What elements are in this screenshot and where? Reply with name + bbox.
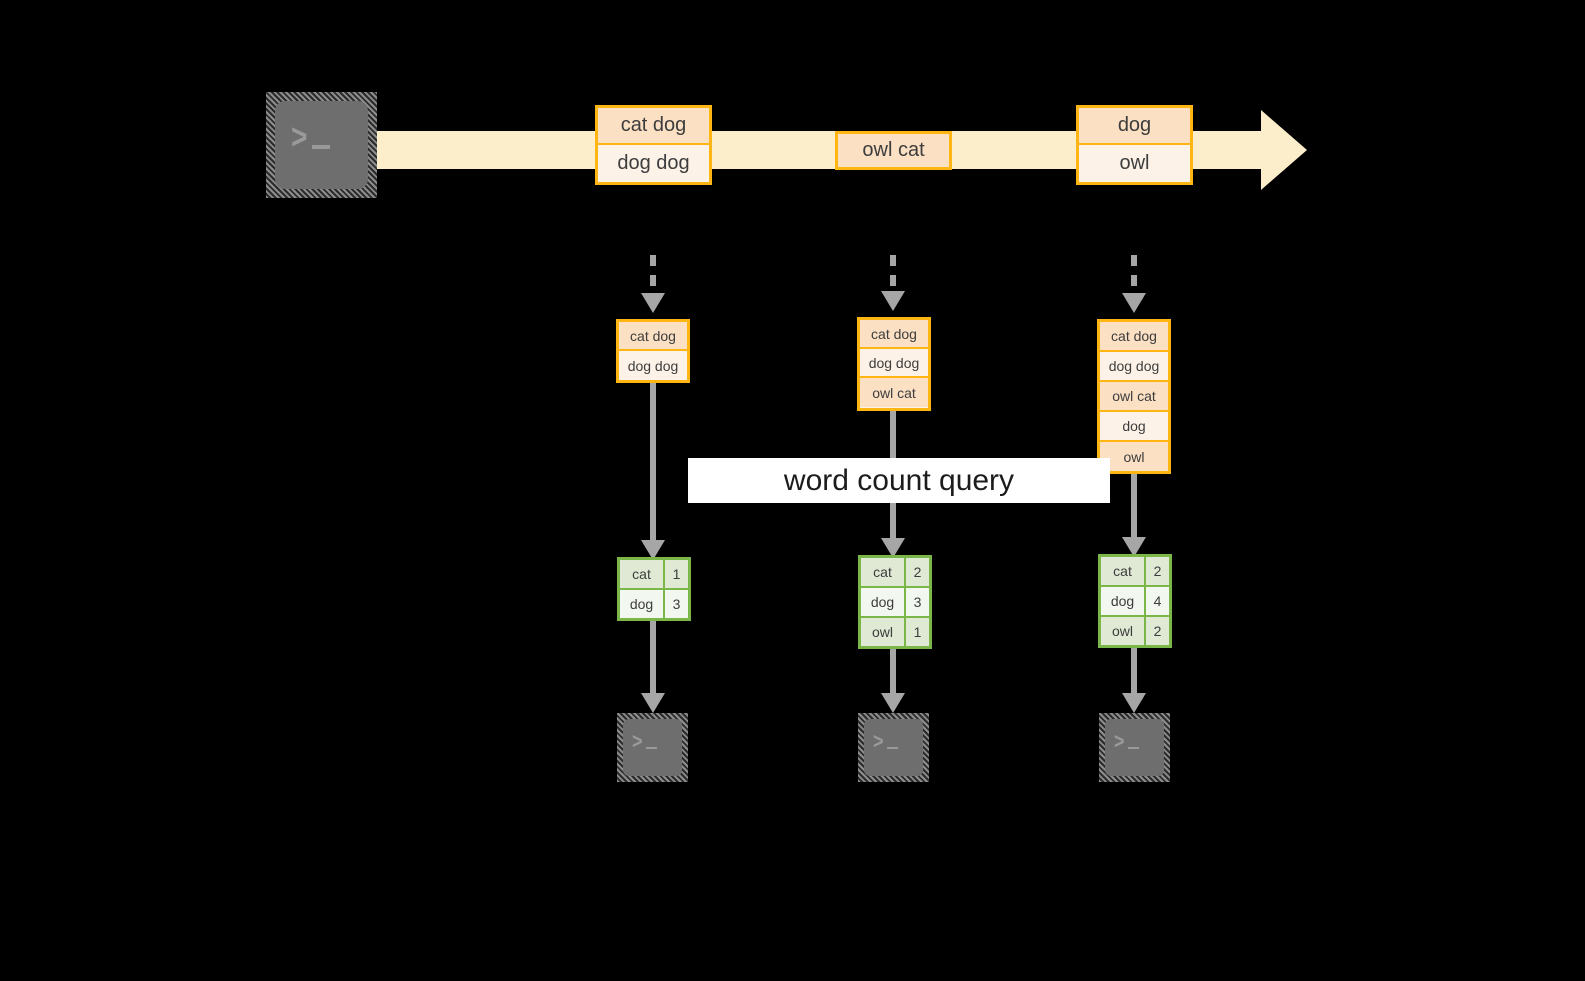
buffer-row: dog dog: [627, 357, 679, 374]
result-count: 3: [913, 594, 922, 610]
terminal-screen: >: [275, 101, 368, 189]
query-label-band: word count query: [688, 458, 1110, 503]
terminal-screen: >: [1105, 719, 1164, 776]
sink-line-3: [1131, 648, 1137, 697]
snapshot-feed-line-1: [650, 255, 656, 297]
buffer-row: dog: [1100, 412, 1168, 442]
query-line-3: [1131, 474, 1137, 545]
source-terminal-icon[interactable]: >: [266, 92, 377, 198]
buffer-row: cat dog: [860, 320, 928, 349]
snapshot-feed-line-2: [890, 255, 896, 295]
result-row: cat 2: [861, 558, 929, 588]
stream-event-3: dog owl: [1076, 105, 1193, 185]
result-row: owl 2: [1101, 617, 1169, 645]
terminal-prompt-glyph: >: [291, 119, 330, 154]
sink-terminal-icon-1[interactable]: >: [617, 713, 688, 782]
snapshot-buffer-1: cat dog dog dog: [616, 319, 690, 383]
result-word: owl: [1101, 617, 1146, 645]
result-row: cat 2: [1101, 557, 1169, 587]
stream-event-line: owl cat: [838, 134, 949, 167]
buffer-row: dog dog: [1100, 352, 1168, 382]
result-word: dog: [1101, 587, 1146, 615]
snapshot-feed-line-3: [1131, 255, 1137, 297]
snapshot-feed-arrowhead-2: [881, 291, 905, 311]
result-word: cat: [620, 560, 665, 588]
terminal-screen: >: [623, 719, 682, 776]
result-count: 1: [665, 560, 688, 588]
result-word: dog: [620, 590, 665, 618]
stream-event-1: cat dog dog dog: [595, 105, 712, 185]
result-word: cat: [861, 558, 906, 586]
query-label-text: word count query: [783, 463, 1015, 497]
sink-arrowhead-2: [881, 693, 905, 713]
buffer-row: owl cat: [860, 378, 928, 407]
result-count: 2: [1146, 557, 1169, 585]
snapshot-buffer-2: cat dog dog dog owl cat: [857, 317, 931, 411]
buffer-row: owl cat: [1100, 382, 1168, 412]
result-table-3: cat 2 dog 4 owl 2: [1098, 554, 1172, 648]
buffer-row: cat dog: [619, 322, 687, 351]
snapshot-buffer-3: cat dog dog dog owl cat dog owl: [1097, 319, 1171, 474]
result-word: dog: [861, 588, 906, 616]
result-count: 1: [906, 618, 929, 646]
buffer-row: cat dog: [1100, 322, 1168, 352]
buffer-row: dog dog: [860, 349, 928, 378]
result-count: 2: [1146, 617, 1169, 645]
query-line-1: [650, 383, 656, 548]
result-row: cat 1: [620, 560, 688, 590]
terminal-prompt-glyph: >: [632, 730, 657, 752]
stream-event-line: dog: [1079, 108, 1190, 145]
result-word: owl: [861, 618, 906, 646]
result-row: dog 3: [861, 588, 929, 618]
snapshot-feed-arrowhead-1: [641, 293, 665, 313]
stream-arrowhead: [1261, 110, 1307, 190]
terminal-prompt-glyph: >: [1114, 730, 1139, 752]
stream-event-line: cat dog: [598, 108, 709, 145]
sink-arrowhead-3: [1122, 693, 1146, 713]
terminal-prompt-glyph: >: [873, 730, 898, 752]
query-arrowhead-2: [881, 538, 905, 558]
result-table-1: cat 1 dog 3: [617, 557, 691, 621]
buffer-row: owl: [1100, 442, 1168, 471]
stream-event-line: dog dog: [617, 152, 690, 174]
sink-line-2: [890, 649, 896, 697]
query-arrowhead-3: [1122, 537, 1146, 557]
result-table-2: cat 2 dog 3 owl 1: [858, 555, 932, 649]
sink-terminal-icon-3[interactable]: >: [1099, 713, 1170, 782]
result-row: dog 3: [620, 590, 688, 618]
result-count: 2: [906, 558, 929, 586]
result-count: 3: [672, 596, 681, 612]
result-row: dog 4: [1101, 587, 1169, 617]
snapshot-feed-arrowhead-3: [1122, 293, 1146, 313]
result-count: 4: [1153, 593, 1162, 609]
sink-terminal-icon-2[interactable]: >: [858, 713, 929, 782]
terminal-screen: >: [864, 719, 923, 776]
result-row: owl 1: [861, 618, 929, 646]
result-word: cat: [1101, 557, 1146, 585]
sink-line-1: [650, 621, 656, 697]
sink-arrowhead-1: [641, 693, 665, 713]
query-arrowhead-1: [641, 540, 665, 560]
stream-event-2: owl cat: [835, 131, 952, 170]
stream-event-line: owl: [1119, 152, 1150, 174]
